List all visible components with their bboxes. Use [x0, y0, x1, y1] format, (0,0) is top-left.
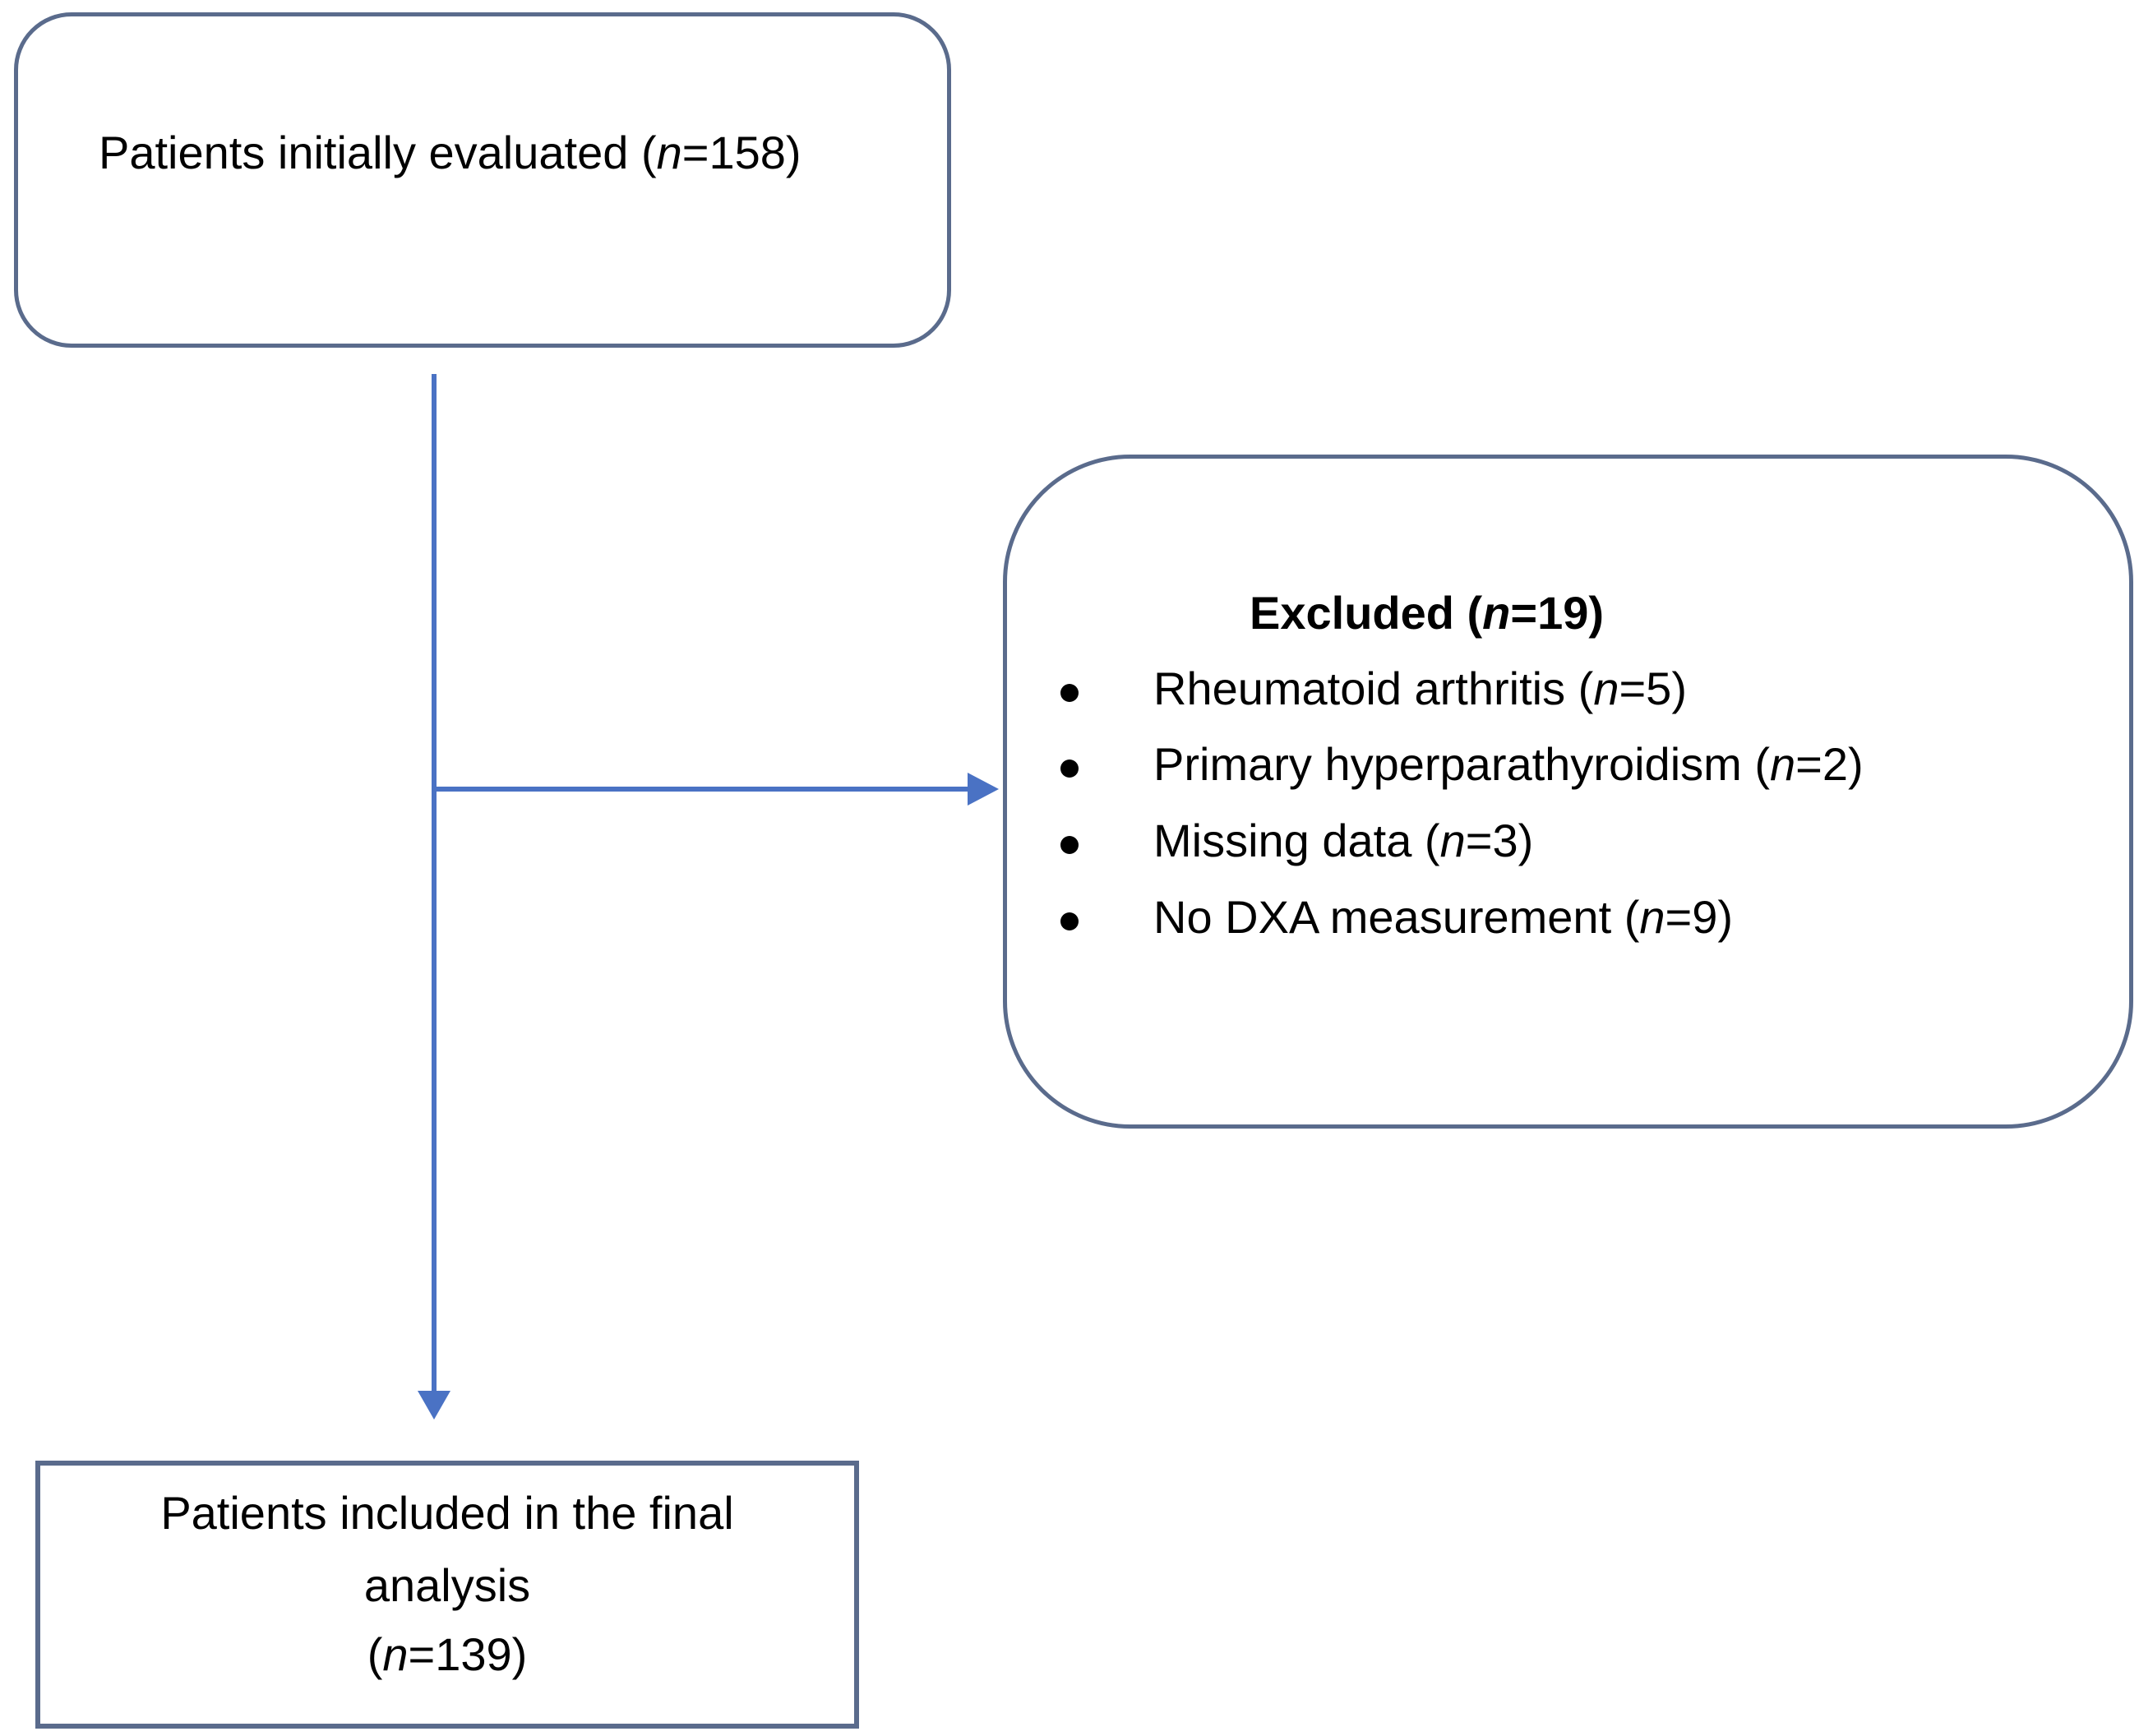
bullet-icon — [1060, 836, 1079, 854]
exclusion-reason-text: Primary hyperparathyroidism (n=2) — [1153, 741, 1864, 787]
final-line-1: Patients included in the final — [160, 1487, 734, 1539]
reason-n-symbol: n — [1593, 663, 1619, 714]
exclusion-reason-text: No DXA measurement (n=9) — [1153, 894, 1733, 940]
final-n-symbol: n — [382, 1628, 409, 1680]
reason-n-symbol: n — [1439, 815, 1466, 866]
exclusion-reason-text: Missing data (n=3) — [1153, 818, 1533, 864]
excluded-title: Excluded (n=19) — [1250, 590, 1604, 636]
reason-label: No DXA measurement ( — [1153, 891, 1640, 943]
reason-label: Rheumatoid arthritis ( — [1153, 663, 1594, 714]
exclusion-reason-text: Rheumatoid arthritis (n=5) — [1153, 666, 1687, 712]
reason-count: =2) — [1795, 738, 1864, 790]
exclusion-branch-arrowhead — [968, 773, 999, 806]
excluded-box — [1003, 455, 2133, 1129]
initial-count: =158) — [681, 127, 802, 178]
bullet-icon — [1060, 760, 1079, 778]
initial-patients-label: Patients initially evaluated (n=158) — [99, 130, 802, 176]
initial-patients-box — [14, 12, 951, 348]
final-paren-open: ( — [367, 1628, 383, 1680]
bullet-icon — [1060, 684, 1079, 702]
final-count: =139) — [408, 1628, 528, 1680]
reason-count: =9) — [1665, 891, 1734, 943]
final-analysis-box — [35, 1461, 859, 1729]
main-flow-arrowhead — [418, 1391, 450, 1420]
initial-text-before: Patients initially evaluated ( — [99, 127, 657, 178]
initial-n-symbol: n — [656, 127, 682, 178]
reason-n-symbol: n — [1639, 891, 1665, 943]
excluded-count: =19) — [1510, 587, 1605, 639]
final-line-2: analysis — [363, 1559, 531, 1611]
bullet-icon — [1060, 912, 1079, 930]
excluded-n-symbol: n — [1482, 587, 1511, 639]
reason-count: =5) — [1619, 663, 1687, 714]
reason-label: Missing data ( — [1153, 815, 1440, 866]
reason-count: =3) — [1465, 815, 1534, 866]
reason-label: Primary hyperparathyroidism ( — [1153, 738, 1770, 790]
reason-n-symbol: n — [1769, 738, 1796, 790]
final-analysis-label: Patients included in the final analysis … — [35, 1477, 859, 1691]
final-line-3: (n=139) — [35, 1618, 859, 1691]
excluded-title-text: Excluded ( — [1250, 587, 1483, 639]
